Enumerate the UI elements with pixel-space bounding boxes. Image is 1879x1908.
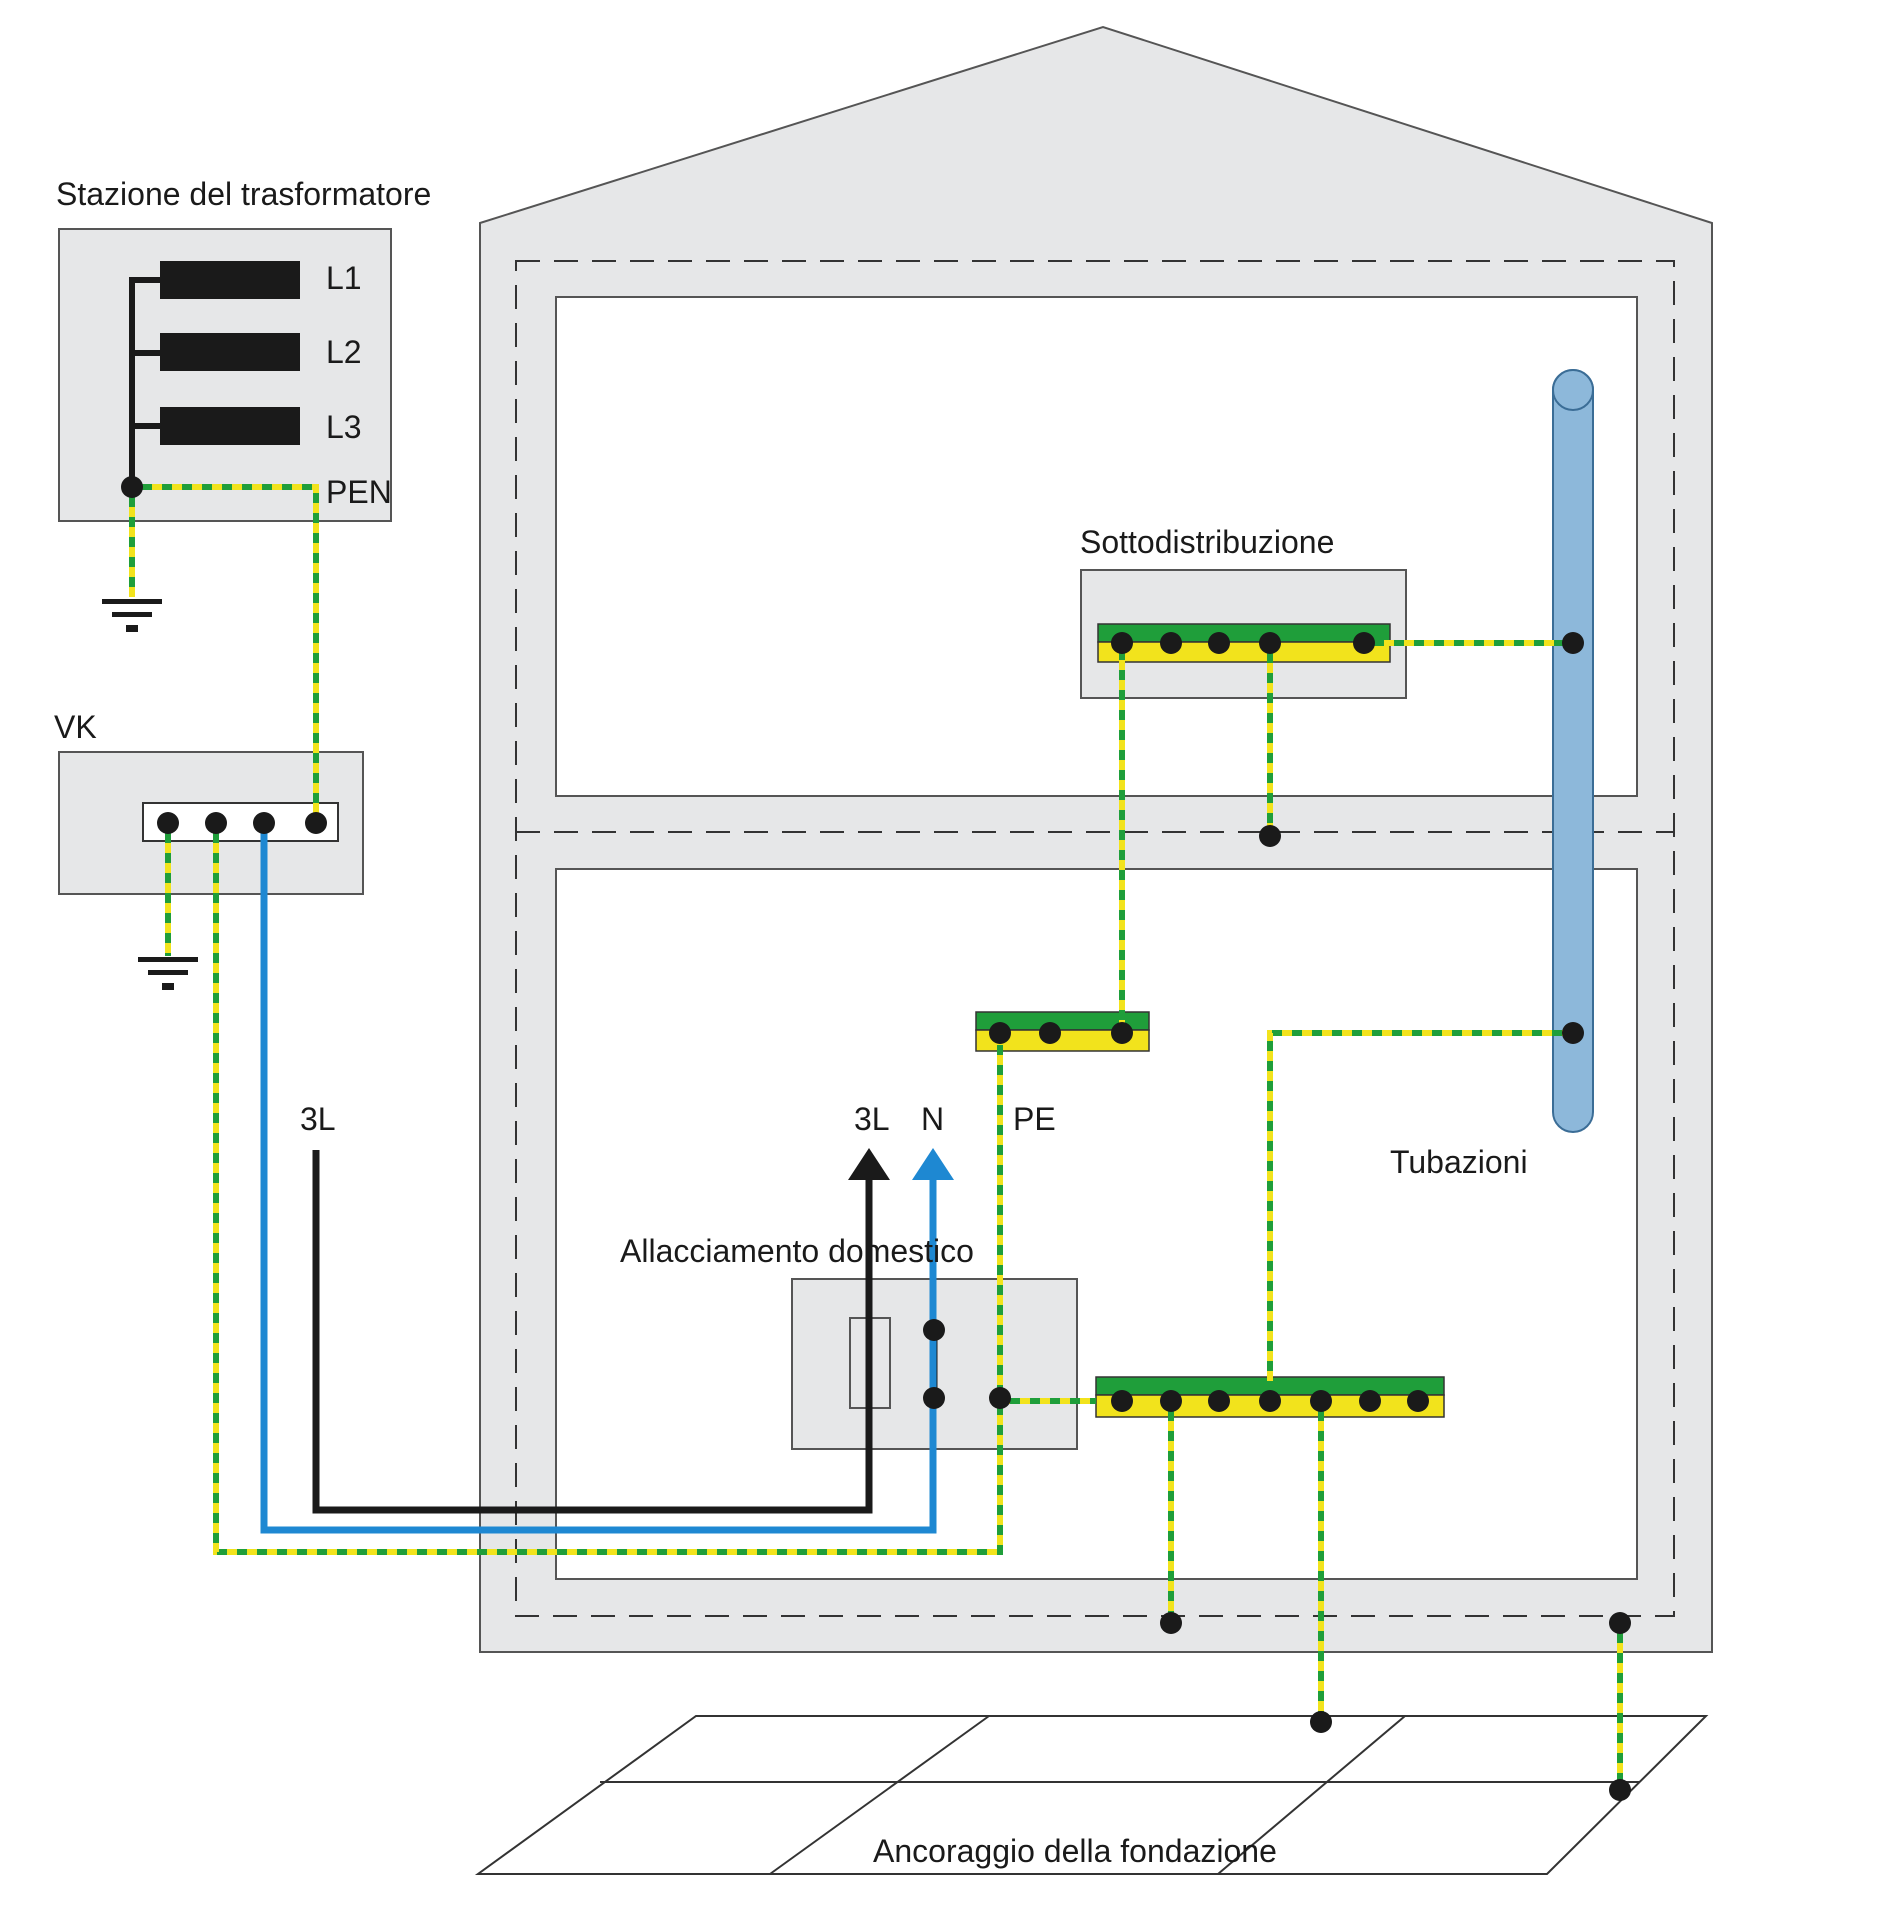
pe-label: PE — [1013, 1101, 1056, 1137]
terminal-dot-icon — [1111, 632, 1133, 654]
terminal-dot-icon — [157, 812, 179, 834]
protective-earth-conductors — [129, 484, 1623, 1790]
pipe-top — [1552, 369, 1594, 411]
house — [479, 25, 1713, 1653]
ground-symbol-icon — [102, 599, 162, 632]
lower-floor-room — [555, 868, 1638, 1580]
conductor-n — [260, 823, 937, 1534]
pipe — [1552, 369, 1594, 1133]
terminal-dot-icon — [1259, 632, 1281, 654]
subdistribution-label: Sottodistribuzione — [1080, 524, 1334, 560]
busbar-subdistribution — [1097, 623, 1391, 663]
terminal-dot-icon — [1562, 1022, 1584, 1044]
conductor-3l — [312, 1150, 873, 1514]
terminal-dot-icon — [253, 812, 275, 834]
winding-l1 — [160, 261, 300, 299]
terminal-dot-icon — [923, 1387, 945, 1409]
terminal-dot-icon — [1160, 632, 1182, 654]
terminal-dot-icon — [1039, 1022, 1061, 1044]
terminal-dot-icon — [1310, 1711, 1332, 1733]
3l-label-left: 3L — [300, 1101, 336, 1137]
transformer-station — [58, 228, 392, 522]
pen-label: PEN — [326, 474, 392, 510]
terminal-dot-icon — [1208, 1390, 1230, 1412]
terminal-dot-icon — [1160, 1612, 1182, 1634]
terminal-dot-icon — [1609, 1612, 1631, 1634]
vk-label: VK — [54, 709, 97, 745]
terminal-dots — [121, 476, 1631, 1801]
house-connection-label: Allacciamento domestico — [620, 1233, 974, 1269]
l2-label: L2 — [326, 334, 362, 370]
pipes-label: Tubazioni — [1390, 1144, 1528, 1180]
transformer-station-label: Stazione del trasformatore — [56, 176, 431, 212]
terminal-dot-icon — [1208, 632, 1230, 654]
busbar-middle — [975, 1011, 1150, 1052]
foundation-grid — [474, 1715, 1709, 1875]
terminal-dot-icon — [989, 1022, 1011, 1044]
n-label: N — [921, 1101, 944, 1137]
terminal-dot-icon — [923, 1319, 945, 1341]
l3-label: L3 — [326, 409, 362, 445]
foundation-label: Ancoraggio della fondazione — [873, 1833, 1277, 1869]
terminal-dot-icon — [1160, 1390, 1182, 1412]
winding-l3 — [160, 407, 300, 445]
terminal-dot-icon — [121, 476, 143, 498]
terminal-dot-icon — [1562, 632, 1584, 654]
terminal-dot-icon — [1407, 1390, 1429, 1412]
terminal-dot-icon — [1259, 1390, 1281, 1412]
terminal-dot-icon — [1359, 1390, 1381, 1412]
terminal-dot-icon — [305, 812, 327, 834]
terminal-dot-icon — [1310, 1390, 1332, 1412]
winding-l2 — [160, 333, 300, 371]
ground-symbol-icon — [138, 957, 198, 990]
l1-label: L1 — [326, 260, 362, 296]
terminal-dot-icon — [989, 1387, 1011, 1409]
terminal-dot-icon — [1111, 1390, 1133, 1412]
arrow-up-icon — [912, 1148, 954, 1180]
terminal-dot-icon — [1111, 1022, 1133, 1044]
upper-floor-room — [555, 296, 1638, 797]
terminal-dot-icon — [1259, 825, 1281, 847]
terminal-dot-icon — [1353, 632, 1375, 654]
terminal-dot-icon — [205, 812, 227, 834]
3l-label-right: 3L — [854, 1101, 890, 1137]
terminal-dot-icon — [1609, 1779, 1631, 1801]
arrow-up-icon — [848, 1148, 890, 1180]
